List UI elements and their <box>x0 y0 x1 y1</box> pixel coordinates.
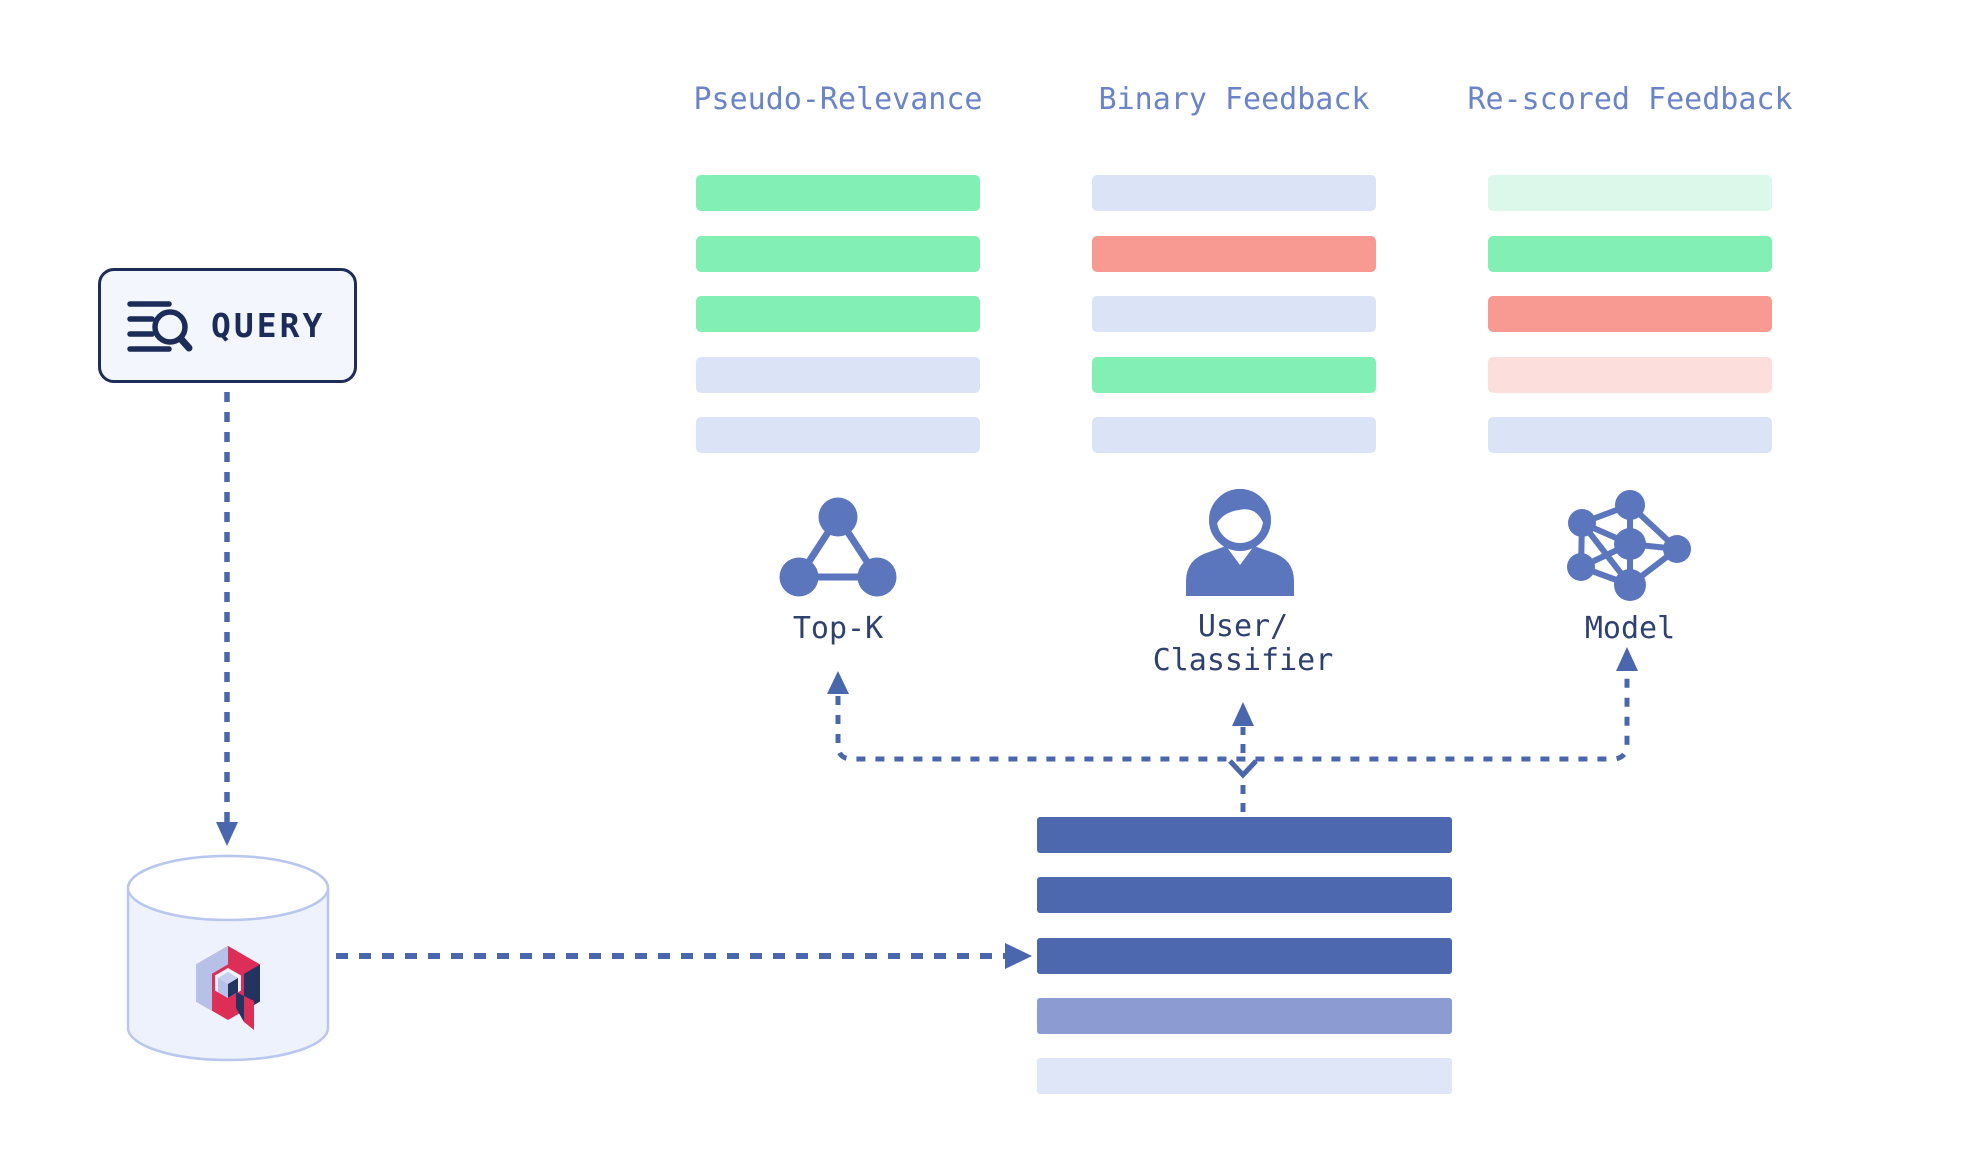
column-title-binary-feedback: Binary Feedback <box>1098 82 1370 117</box>
method-label-line: Classifier <box>1152 643 1334 678</box>
result-bar <box>1037 877 1452 913</box>
feedback-bar <box>1092 417 1376 453</box>
qdrant-logo <box>196 946 260 1030</box>
database-cylinder <box>126 854 330 1062</box>
network-top-k-icon <box>779 497 897 597</box>
feedback-bar <box>1092 296 1376 332</box>
feedback-bar <box>696 175 980 211</box>
feedback-bar <box>1488 357 1772 393</box>
result-bar <box>1037 938 1452 974</box>
feedback-bar <box>1488 417 1772 453</box>
arrowhead-right-results <box>1005 943 1032 969</box>
feedback-bar <box>696 357 980 393</box>
result-bar <box>1037 998 1452 1034</box>
method-label-line: Model <box>1584 611 1676 646</box>
feedback-bar <box>1092 357 1376 393</box>
methods-branch-line <box>835 673 1630 762</box>
feedback-bar <box>696 296 980 332</box>
arrowhead-down-db <box>216 822 238 846</box>
method-label-top-k: Top-K <box>688 612 988 646</box>
arrowhead-up-topk <box>827 671 849 694</box>
feedback-bar <box>696 417 980 453</box>
feedback-bar <box>1488 296 1772 332</box>
junction-chevron-down <box>1228 759 1258 779</box>
user-icon <box>1186 489 1294 596</box>
result-bar <box>1037 1058 1452 1094</box>
feedback-bar <box>1092 175 1376 211</box>
query-label: QUERY <box>211 306 326 345</box>
neural-network-icon <box>1567 490 1691 601</box>
column-title-pseudo-relevance: Pseudo-Relevance <box>693 82 983 117</box>
vector-database <box>124 850 332 1066</box>
column-title-rescored-feedback: Re-scored Feedback <box>1467 82 1793 117</box>
feedback-bar <box>696 236 980 272</box>
feedback-bar <box>1092 236 1376 272</box>
arrowhead-up-user <box>1232 702 1254 726</box>
arrowhead-up-model <box>1616 647 1638 671</box>
method-label-model: Model <box>1480 612 1780 646</box>
result-bar <box>1037 817 1452 853</box>
method-label-line: Top-K <box>792 611 884 646</box>
feedback-bar <box>1488 236 1772 272</box>
feedback-bar <box>1488 175 1772 211</box>
method-label-line: User/ <box>1197 609 1289 644</box>
query-box: QUERY <box>98 268 357 383</box>
method-label-user-classifier: User/ Classifier <box>1093 610 1393 678</box>
search-list-icon <box>127 300 193 352</box>
